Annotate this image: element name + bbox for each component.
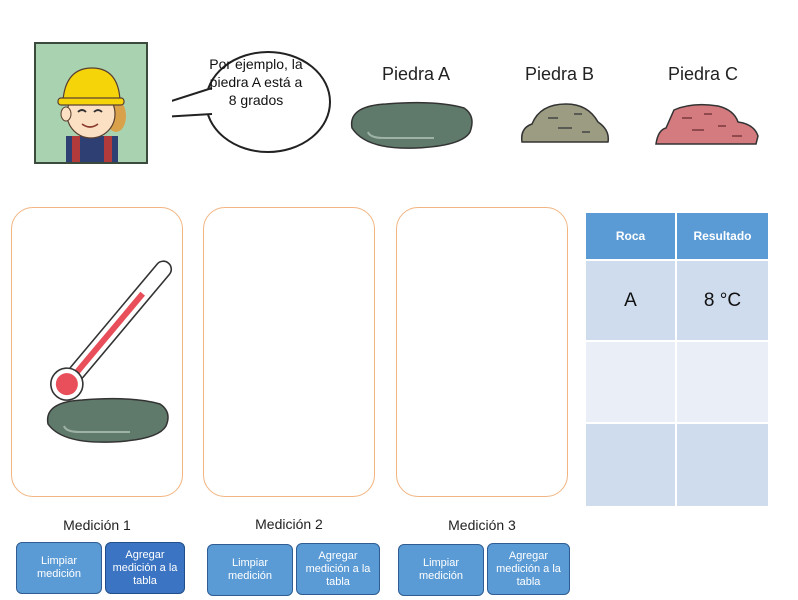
- stone-a[interactable]: [346, 98, 474, 152]
- measurement-3-label: Medición 3: [448, 517, 516, 533]
- measurement-2-label: Medición 2: [255, 516, 323, 532]
- table-cell: [677, 342, 768, 422]
- stone-b[interactable]: [518, 100, 612, 148]
- speech-text: Por ejemplo, la piedra A está a 8 grados: [209, 56, 303, 108]
- speech-bubble: [172, 51, 331, 153]
- stone-c-label: Piedra C: [668, 64, 739, 84]
- table-cell: [677, 424, 768, 506]
- measurement-1-label: Medición 1: [63, 517, 131, 533]
- table-cell: [586, 424, 675, 506]
- table-header-rock: Roca: [586, 213, 675, 259]
- stone-c[interactable]: [652, 100, 762, 150]
- stone-b-label: Piedra B: [525, 64, 595, 84]
- thermometer-icon: [50, 260, 173, 401]
- table-cell: [586, 342, 675, 422]
- add-measurement-1-button[interactable]: Agregar medición a la tabla: [105, 542, 185, 594]
- measurement-card-3[interactable]: [396, 207, 568, 497]
- table-header-result: Resultado: [677, 213, 768, 259]
- stone-a-label: Piedra A: [382, 64, 451, 84]
- character-avatar: [34, 42, 148, 164]
- measurement-card-2[interactable]: [203, 207, 375, 497]
- clear-measurement-3-button[interactable]: Limpiar medición: [398, 544, 484, 596]
- stone-a-measured: [46, 397, 169, 443]
- results-table: Roca Resultado A 8 °C: [586, 213, 768, 507]
- clear-measurement-1-button[interactable]: Limpiar medición: [16, 542, 102, 594]
- clear-measurement-2-button[interactable]: Limpiar medición: [207, 544, 293, 596]
- measurement-card-1[interactable]: [11, 207, 183, 497]
- table-cell: 8 °C: [677, 261, 768, 340]
- table-cell: A: [586, 261, 675, 340]
- add-measurement-2-button[interactable]: Agregar medición a la tabla: [296, 543, 380, 595]
- add-measurement-3-button[interactable]: Agregar medición a la tabla: [487, 543, 570, 595]
- worker-icon: [57, 67, 126, 162]
